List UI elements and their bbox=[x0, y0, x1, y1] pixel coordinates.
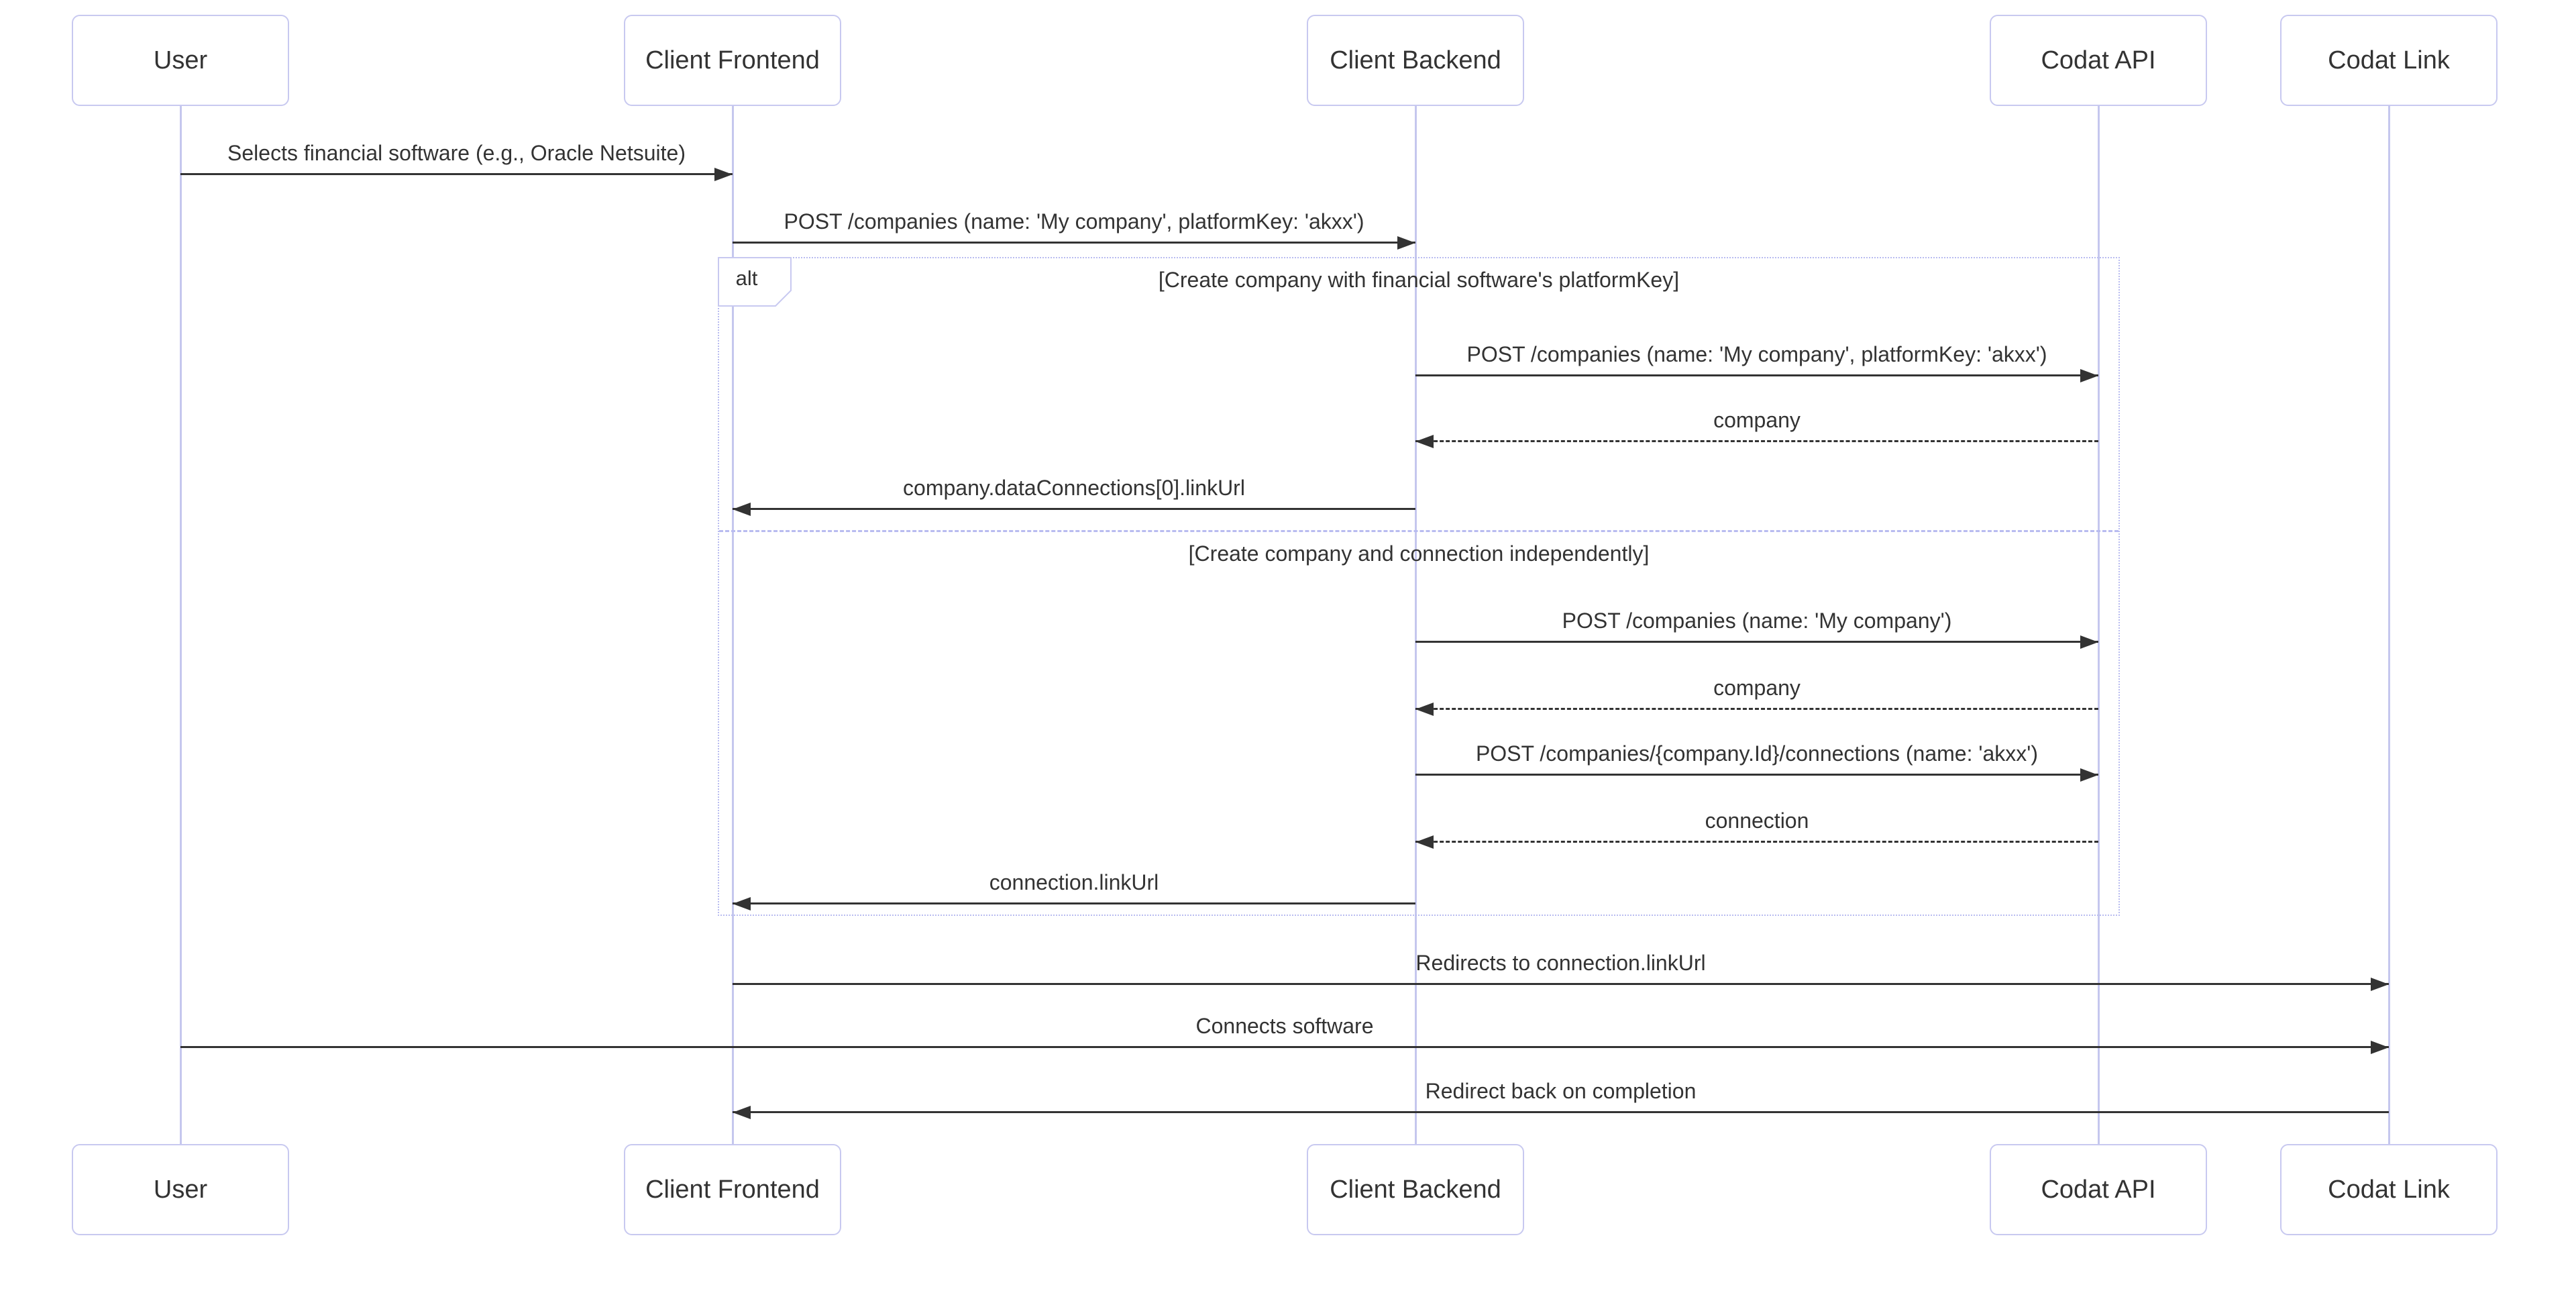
actor-box-client-frontend-bottom: Client Frontend bbox=[624, 1144, 841, 1235]
message-arrow bbox=[1415, 768, 2098, 782]
message-label: Connects software bbox=[1195, 1014, 1374, 1038]
lifeline-client-frontend bbox=[732, 106, 734, 1145]
message-arrow bbox=[733, 236, 1415, 250]
message-arrow bbox=[180, 1041, 2389, 1054]
actor-box-user-bottom: User bbox=[72, 1144, 289, 1235]
lifeline-user bbox=[180, 106, 182, 1145]
actor-label: Codat API bbox=[2041, 1175, 2156, 1204]
alt-frame: alt [Create company with financial softw… bbox=[718, 257, 2120, 916]
actor-label: Client Frontend bbox=[645, 46, 820, 74]
message-arrow bbox=[733, 503, 1415, 516]
actor-label: Client Frontend bbox=[645, 1175, 820, 1204]
actor-label: Client Backend bbox=[1330, 1175, 1501, 1204]
alt-label-shape bbox=[718, 257, 792, 307]
message-arrow bbox=[733, 897, 1415, 911]
actor-box-codat-link-top: Codat Link bbox=[2280, 15, 2498, 106]
message-arrow bbox=[1415, 835, 2098, 849]
lifeline-codat-link bbox=[2388, 106, 2390, 1145]
message-label: POST /companies (name: 'My company', pla… bbox=[784, 209, 1364, 233]
actor-box-user-top: User bbox=[72, 15, 289, 106]
actor-label: User bbox=[153, 46, 208, 74]
actor-box-client-backend-top: Client Backend bbox=[1307, 15, 1524, 106]
actor-box-codat-api-top: Codat API bbox=[1990, 15, 2207, 106]
lifeline-client-backend bbox=[1415, 106, 1417, 1145]
actor-label: Codat Link bbox=[2328, 1175, 2450, 1204]
message-arrow bbox=[733, 1106, 2389, 1119]
message-label: company bbox=[1713, 676, 1801, 700]
message-label: Redirect back on completion bbox=[1425, 1079, 1697, 1103]
alt-frame-label: alt bbox=[735, 266, 758, 290]
actor-box-codat-api-bottom: Codat API bbox=[1990, 1144, 2207, 1235]
message-label: POST /companies/{company.Id}/connections… bbox=[1475, 741, 2039, 766]
message-arrow bbox=[180, 168, 733, 181]
alt-branch-condition-2: [Create company and connection independe… bbox=[1188, 541, 1650, 566]
actor-label: Codat API bbox=[2041, 46, 2156, 74]
message-label: Redirects to connection.linkUrl bbox=[1415, 951, 1706, 975]
lifeline-codat-api bbox=[2098, 106, 2100, 1145]
message-label: connection.linkUrl bbox=[989, 870, 1159, 894]
message-arrow bbox=[1415, 435, 2098, 448]
actor-label: User bbox=[153, 1175, 208, 1204]
actor-label: Codat Link bbox=[2328, 46, 2450, 74]
actor-box-codat-link-bottom: Codat Link bbox=[2280, 1144, 2498, 1235]
message-arrow bbox=[1415, 635, 2098, 649]
message-label: company.dataConnections[0].linkUrl bbox=[903, 476, 1245, 500]
actor-box-client-frontend-top: Client Frontend bbox=[624, 15, 841, 106]
alt-branch-condition-1: [Create company with financial software'… bbox=[1158, 268, 1680, 292]
message-label: Selects financial software (e.g., Oracle… bbox=[227, 141, 686, 165]
message-label: POST /companies (name: 'My company') bbox=[1562, 609, 1952, 633]
message-arrow bbox=[733, 978, 2389, 991]
actor-label: Client Backend bbox=[1330, 46, 1501, 74]
message-label: company bbox=[1713, 408, 1801, 432]
message-label: connection bbox=[1705, 809, 1809, 833]
actor-box-client-backend-bottom: Client Backend bbox=[1307, 1144, 1524, 1235]
alt-branch-divider bbox=[719, 530, 2118, 532]
message-arrow bbox=[1415, 369, 2098, 382]
message-label: POST /companies (name: 'My company', pla… bbox=[1466, 342, 2047, 366]
alt-frame-label-box: alt bbox=[718, 257, 792, 307]
message-arrow bbox=[1415, 703, 2098, 716]
